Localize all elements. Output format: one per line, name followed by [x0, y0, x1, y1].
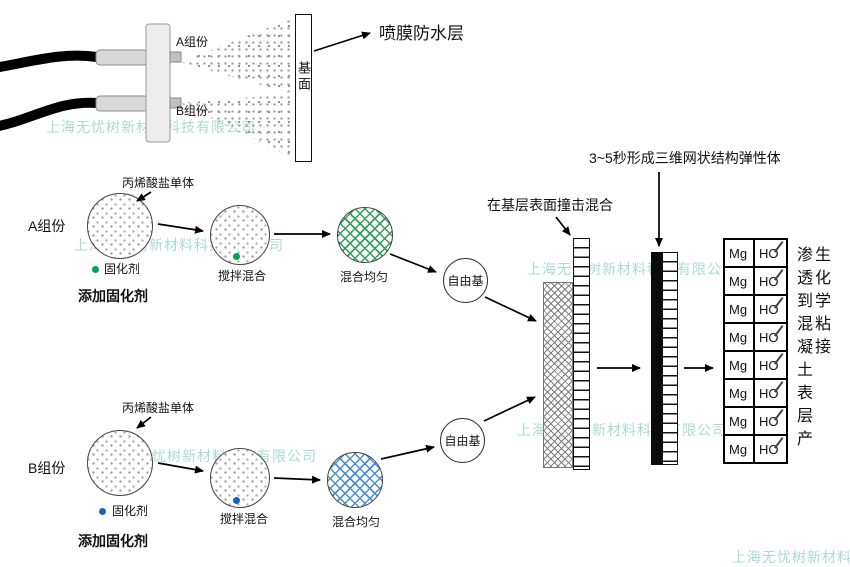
flow-b-stir-circle: [210, 448, 270, 508]
elastomer-bar: [651, 252, 662, 465]
elastomer-layer-stack: [662, 252, 678, 465]
chemical-bond-table: Mg HO Mg HO Mg HO Mg HO Mg HO Mg HO Mg H…: [723, 238, 788, 464]
flow-a-curing-label: 固化剂: [104, 262, 141, 276]
flow-a-curing-dot: [92, 266, 99, 273]
flow-a-radical-label: 自由基: [447, 274, 484, 288]
arrow-a-to-radical: [389, 253, 437, 273]
arrow-b-to-radical: [380, 444, 435, 460]
ho-cell: HO: [754, 323, 787, 351]
flow-a-monomer-label: 丙烯酸盐单体: [122, 176, 195, 190]
substrate-label: 基面: [296, 61, 311, 93]
nozzle-b-label: B组份: [176, 104, 209, 118]
flow-b-radical-circle: 自由基: [440, 418, 485, 463]
ho-cell: HO: [754, 239, 787, 267]
flow-b-stir-dot: [233, 497, 240, 504]
ho-cell: HO: [754, 379, 787, 407]
network-formation-label: 3~5秒形成三维网状结构弹性体: [589, 150, 781, 166]
flow-a-radical-circle: 自由基: [443, 258, 488, 303]
mg-cell: Mg: [724, 239, 754, 267]
hose-bottom-icon: [0, 97, 102, 131]
arrow-monomer-b: [136, 416, 152, 429]
nozzle-a-body: [95, 49, 149, 66]
watermark: 上海无忧树新材料科技有限公司: [732, 549, 850, 565]
ho-cell: HO: [754, 407, 787, 435]
flow-a-monomer-circle: [87, 193, 153, 259]
flow-b-radical-label: 自由基: [444, 434, 481, 448]
mg-cell: Mg: [724, 323, 754, 351]
mg-cell: Mg: [724, 351, 754, 379]
flow-b-monomer-circle: [87, 430, 153, 496]
mg-cell: Mg: [724, 435, 754, 463]
arrow-b-to-mixed: [273, 475, 321, 484]
flow-b-add-curing-label: 添加固化剂: [78, 533, 148, 549]
ho-cell: HO: [754, 267, 787, 295]
mg-cell: Mg: [724, 267, 754, 295]
nozzle-a-label: A组份: [176, 35, 209, 49]
impact-mix-label: 在基层表面撞击混合: [487, 197, 613, 213]
flow-a-stir-dot: [233, 253, 240, 260]
mg-cell: Mg: [724, 379, 754, 407]
arrow-a-to-impact: [484, 296, 537, 322]
flow-a-title: A组份: [28, 218, 66, 234]
flow-a-add-curing-label: 添加固化剂: [78, 288, 148, 304]
flow-b-mixed-label: 混合均匀: [332, 515, 381, 529]
ho-cell: HO: [754, 351, 787, 379]
substrate-wall: 基面: [295, 14, 312, 162]
flow-a-mixed-circle: [337, 207, 393, 263]
spray-gun-icon: [0, 23, 182, 143]
membrane-label: 喷膜防水层: [379, 24, 464, 43]
watermark: 上海无忧树新材料科技有限公司: [527, 261, 737, 277]
arrow-a-to-stir: [157, 223, 204, 234]
ho-cell: HO: [754, 435, 787, 463]
bond-side-note: 渗透到混凝土表层产生化学粘接: [794, 246, 829, 453]
flow-b-stir-label: 搅拌混合: [220, 512, 269, 526]
membrane-layer-stack: [573, 238, 590, 470]
arrow-b-to-impact: [483, 396, 536, 422]
nozzle-a-tip: [169, 51, 182, 63]
mg-cell: Mg: [724, 407, 754, 435]
flow-b-mixed-circle: [327, 452, 383, 508]
ho-cell: HO: [754, 295, 787, 323]
nozzle-b-body: [95, 95, 149, 112]
manifold-plate: [145, 23, 171, 143]
mg-cell: Mg: [724, 295, 754, 323]
flow-a-mixed-label: 混合均匀: [340, 270, 389, 284]
flow-b-monomer-label: 丙烯酸盐单体: [122, 401, 195, 415]
hose-top-icon: [0, 50, 102, 73]
impact-mix-panel: [543, 282, 573, 468]
flow-a-stir-circle: [210, 205, 270, 265]
flow-b-curing-label: 固化剂: [112, 504, 149, 518]
arrow-impact-pointer: [555, 216, 571, 236]
flow-b-title: B组份: [28, 460, 66, 476]
flow-a-stir-label: 搅拌混合: [218, 269, 267, 283]
flow-b-curing-dot: [99, 508, 106, 515]
